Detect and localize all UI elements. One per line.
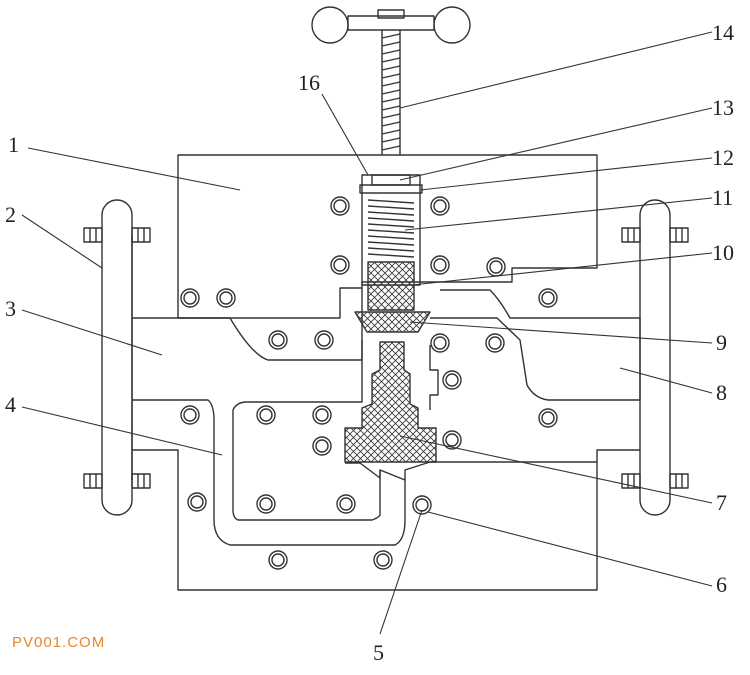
label-6: 6 [716, 572, 727, 597]
right-plate-8 [430, 289, 641, 401]
label-11: 11 [712, 185, 733, 210]
right-guide-rod [639, 199, 671, 516]
bolt-holes [180, 196, 558, 570]
hole [256, 494, 276, 514]
left-guide-rod-2 [101, 199, 133, 516]
watermark: PV001.COM [12, 634, 106, 651]
hole [256, 405, 276, 425]
bolt-group-right [621, 227, 689, 489]
leader-lines [21, 31, 713, 635]
hole [330, 255, 350, 275]
hole [314, 330, 334, 350]
spring-11 [367, 199, 415, 258]
hole [216, 288, 236, 308]
right-notch [429, 345, 439, 410]
hole [430, 255, 450, 275]
label-7: 7 [716, 490, 727, 515]
bottom-right-channel [404, 461, 597, 480]
label-5: 5 [373, 640, 384, 665]
label-12: 12 [712, 145, 734, 170]
hole [187, 492, 207, 512]
hole [442, 370, 462, 390]
bolt-group-left [83, 227, 151, 489]
valve-seat-9 [354, 311, 431, 333]
hole [373, 550, 393, 570]
bottom-inner [345, 462, 381, 479]
label-4: 4 [5, 392, 16, 417]
label-16: 16 [298, 70, 320, 95]
hole [180, 288, 200, 308]
hole [430, 333, 450, 353]
hole [330, 196, 350, 216]
hole [336, 494, 356, 514]
hole [268, 550, 288, 570]
hole [538, 408, 558, 428]
bottom-body-4 [132, 449, 640, 591]
hole [430, 196, 450, 216]
hole [180, 405, 200, 425]
label-2: 2 [5, 202, 16, 227]
label-14: 14 [712, 20, 734, 45]
label-13: 13 [712, 95, 734, 120]
label-1: 1 [8, 132, 19, 157]
handle-screw-14 [311, 6, 471, 155]
hole [312, 405, 332, 425]
label-9: 9 [716, 330, 727, 355]
cap-13 [371, 174, 411, 186]
left-plate-3 [132, 288, 363, 361]
hole [312, 436, 332, 456]
part-labels: 1 2 3 4 5 6 7 8 9 10 11 12 13 14 16 [5, 20, 734, 665]
hole [442, 430, 462, 450]
hole [486, 257, 506, 277]
hole [538, 288, 558, 308]
label-8: 8 [716, 380, 727, 405]
label-10: 10 [712, 240, 734, 265]
hole [485, 333, 505, 353]
hole [268, 330, 288, 350]
nut-10 [367, 261, 415, 311]
label-3: 3 [5, 296, 16, 321]
cap-plate-12 [359, 184, 423, 194]
valve-stem-7 [344, 341, 437, 463]
